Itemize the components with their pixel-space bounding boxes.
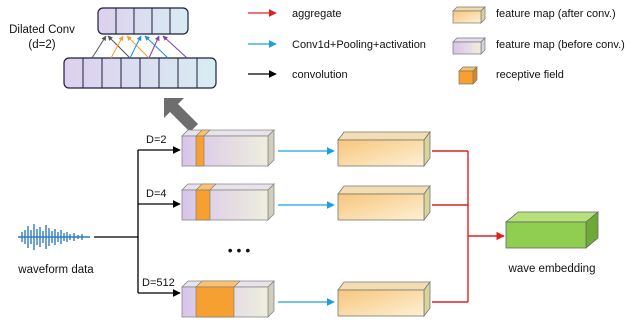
- legend-convolution-label: convolution: [292, 69, 348, 81]
- wave-embedding-label: wave embedding: [508, 263, 596, 275]
- waveform-label: waveform data: [17, 264, 94, 276]
- legend-fm-after-label: feature map (after conv.): [496, 8, 616, 20]
- feature-map-after-d2: [337, 130, 431, 168]
- legend-fm-after-swatch: [452, 6, 486, 24]
- dilated-conv-group: Dilated Conv (d=2): [9, 7, 217, 132]
- receptive-field: [195, 189, 211, 221]
- branch-label-d2: D=2: [146, 134, 167, 146]
- legend-receptive-swatch: [458, 66, 478, 85]
- dilation-arrow: [126, 35, 150, 59]
- feature-map-before-d2: [181, 129, 275, 167]
- branch-label-d4: D=4: [146, 188, 167, 200]
- zoom-arrow-icon: [164, 98, 198, 132]
- legend-fm-before-label: feature map (before conv.): [496, 39, 625, 51]
- branch-label-d512: D=512: [142, 277, 175, 289]
- legend-fm-before-swatch: [452, 37, 486, 55]
- legend-conv1d-label: Conv1d+Pooling+activation: [292, 39, 426, 51]
- dilated-conv-param: (d=2): [28, 39, 55, 51]
- feature-map-before-d512: [181, 280, 275, 318]
- dilation-arrow: [129, 35, 142, 59]
- dilated-conv-title: Dilated Conv: [9, 24, 75, 36]
- receptive-field: [195, 286, 235, 318]
- dilation-arrow: [110, 35, 124, 59]
- dilation-arrow: [91, 35, 107, 59]
- feature-map-before-d4: [181, 183, 275, 221]
- dilated-output-row: [97, 7, 189, 35]
- legend-aggregate-label: aggregate: [292, 8, 342, 20]
- legend-receptive-label: receptive field: [496, 69, 564, 81]
- dilation-arrow: [144, 35, 169, 59]
- receptive-field: [195, 135, 205, 167]
- wave-embedding-block: [504, 211, 600, 249]
- dilation-arrow: [107, 35, 131, 59]
- ellipsis: • • •: [228, 242, 251, 258]
- feature-map-after-d4: [337, 184, 431, 222]
- feature-map-after-d512: [337, 280, 431, 318]
- aggregate-connectors: [432, 150, 469, 303]
- legend: aggregate Conv1d+Pooling+activation conv…: [248, 6, 625, 85]
- receptive-field-top: [195, 280, 241, 288]
- dilation-arrow: [148, 35, 160, 59]
- input-connectors: [94, 150, 139, 293]
- waveform-icon: [18, 224, 90, 250]
- dilation-arrow: [162, 35, 188, 59]
